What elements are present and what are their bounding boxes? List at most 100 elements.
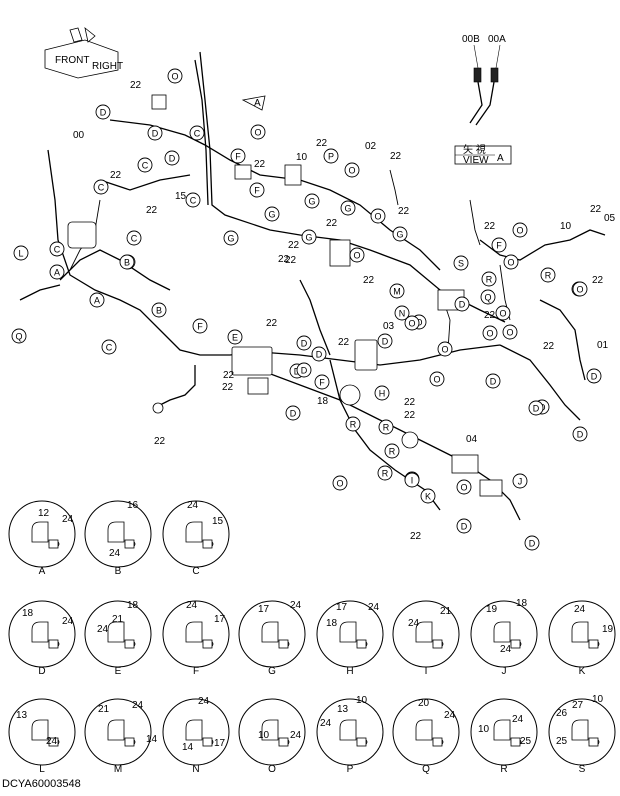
letter-bubble-k: K [420, 488, 436, 504]
detail-part-number: 21 [440, 606, 452, 617]
part-callout-22: 22 [338, 337, 350, 348]
letter-bubble-p: P [323, 148, 339, 164]
svg-text:D: D [529, 539, 536, 549]
letter-bubble-c: C [49, 241, 65, 257]
part-callout-00: 00 [73, 130, 85, 141]
svg-text:R: R [389, 447, 396, 457]
detail-letter-e: E [115, 666, 122, 677]
svg-text:O: O [460, 483, 467, 493]
letter-bubble-o: O [250, 124, 266, 140]
letter-bubble-f: F [491, 237, 507, 253]
letter-bubble-d: D [485, 373, 501, 389]
part-callout-22: 22 [592, 275, 604, 286]
svg-text:N: N [399, 309, 406, 319]
part-callout-22: 22 [404, 410, 416, 421]
view-arrow-a: A [241, 95, 266, 111]
svg-text:O: O [374, 212, 381, 222]
part-callout-22: 22 [222, 382, 234, 393]
svg-text:E: E [232, 333, 238, 343]
part-callout-22: 22 [223, 370, 235, 381]
letter-bubble-c: C [137, 157, 153, 173]
letter-bubble-l: L [13, 245, 29, 261]
svg-text:D: D [591, 372, 598, 382]
letter-bubble-d: D [296, 335, 312, 351]
svg-text:D: D [316, 350, 323, 360]
letter-bubble-b: B [151, 302, 167, 318]
letter-bubble-g: G [301, 229, 317, 245]
harness-components [67, 94, 503, 497]
detail-part-number: 24 [186, 600, 198, 611]
detail-part-number: 18 [22, 608, 34, 619]
part-callout-22: 22 [254, 159, 266, 170]
letter-bubble-f: F [249, 182, 265, 198]
svg-text:S: S [458, 259, 464, 269]
part-callout-22: 22 [278, 254, 290, 265]
part-callout-22: 22 [404, 397, 416, 408]
part-callout-22: 22 [316, 138, 328, 149]
part-callout-22: 22 [326, 218, 338, 229]
part-callout-04: 04 [466, 434, 478, 445]
letter-bubble-e: E [227, 329, 243, 345]
detail-part-number: 10 [356, 695, 368, 706]
svg-text:R: R [350, 420, 357, 430]
detail-part-number: 13 [337, 704, 349, 715]
detail-letter-k: K [579, 666, 586, 677]
part-callout-22: 22 [130, 80, 142, 91]
letter-bubble-s: S [453, 255, 469, 271]
detail-part-number: 24 [132, 700, 144, 711]
svg-text:C: C [190, 196, 197, 206]
svg-text:D: D [152, 129, 159, 139]
inset-label-00a: 00A [488, 34, 506, 45]
svg-text:R: R [486, 275, 493, 285]
letter-bubble-d: D [456, 518, 472, 534]
detail-part-number: 21 [98, 704, 110, 715]
letter-bubble-j: J [512, 473, 528, 489]
detail-part-number: 24 [500, 644, 512, 655]
detail-part-number: 27 [572, 700, 584, 711]
svg-text:P: P [328, 152, 334, 162]
part-callout-10: 10 [560, 221, 572, 232]
part-callout-22: 22 [390, 151, 402, 162]
detail-letter-m: M [114, 764, 122, 775]
svg-text:O: O [516, 226, 523, 236]
part-callout-22: 22 [285, 255, 297, 266]
svg-text:F: F [319, 378, 325, 388]
part-callout-22: 22 [484, 310, 496, 321]
letter-bubble-r: R [540, 267, 556, 283]
detail-part-number: 10 [258, 730, 270, 741]
detail-part-number: 20 [418, 698, 430, 709]
detail-letter-r: R [500, 764, 507, 775]
detail-letter-a: A [39, 566, 46, 577]
part-callout-22: 22 [266, 318, 278, 329]
letter-bubble-d: D [377, 333, 393, 349]
svg-text:C: C [142, 161, 149, 171]
svg-text:O: O [576, 285, 583, 295]
svg-text:R: R [383, 423, 390, 433]
letter-bubble-f: F [192, 318, 208, 334]
detail-part-number: 24 [187, 500, 199, 511]
detail-part-number: 10 [592, 694, 604, 705]
detail-part-number: 24 [512, 714, 524, 725]
letter-bubble-d: D [586, 368, 602, 384]
part-callout-22: 22 [363, 275, 375, 286]
letter-bubble-q: Q [11, 328, 27, 344]
detail-part-number: 12 [38, 508, 50, 519]
view-box-letter: A [497, 153, 504, 164]
letter-bubble-o: O [512, 222, 528, 238]
svg-text:G: G [344, 204, 351, 214]
letter-bubble-o: O [502, 324, 518, 340]
badge-right-label: RIGHT [92, 61, 123, 72]
letter-bubble-a: A [49, 264, 65, 280]
detail-part-number: 18 [516, 598, 528, 609]
svg-text:D: D [577, 430, 584, 440]
part-callout-22: 22 [590, 204, 602, 215]
